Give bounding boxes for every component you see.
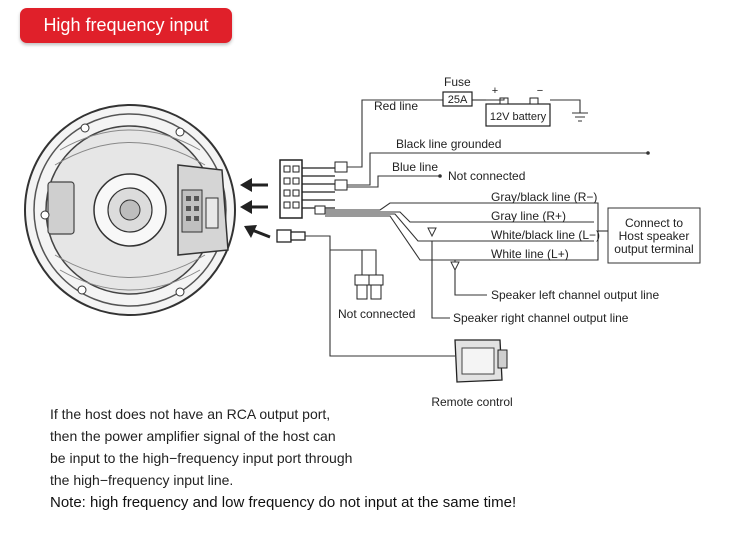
black-line-label: Black line grounded bbox=[396, 137, 501, 151]
wires bbox=[305, 99, 648, 357]
battery-label: 12V battery bbox=[490, 111, 547, 123]
gray-line-label: Gray line (R+) bbox=[491, 209, 566, 223]
white-black-line-label: White/black line (L−) bbox=[491, 228, 600, 242]
remote-control-label: Remote control bbox=[431, 395, 512, 409]
battery-plus-label: + bbox=[492, 85, 498, 97]
host-speaker-terminal-box: Connect to Host speaker output terminal bbox=[607, 207, 701, 264]
red-line-label: Red line bbox=[374, 99, 418, 113]
description-text: If the host does not have an RCA output … bbox=[50, 403, 450, 491]
white-line-label: White line (L+) bbox=[491, 247, 569, 261]
junction-markers bbox=[427, 151, 650, 272]
fuse-rating-label: 25A bbox=[448, 94, 468, 106]
note-text: Note: high frequency and low frequency d… bbox=[50, 494, 517, 511]
rca-not-connected-label: Not connected bbox=[338, 307, 415, 321]
blue-line-label: Blue line bbox=[392, 160, 438, 174]
connect-box-line-2: Host speaker bbox=[619, 229, 690, 243]
remote-control: Remote control bbox=[431, 339, 513, 409]
battery: + − 12V battery bbox=[485, 85, 551, 127]
rca-connectors bbox=[354, 274, 384, 300]
speaker-unit bbox=[24, 104, 236, 316]
high-frequency-input-plug bbox=[276, 229, 306, 243]
section-title-badge: High frequency input bbox=[20, 8, 232, 43]
connection-arrows bbox=[240, 178, 271, 239]
harness-plug bbox=[279, 159, 348, 219]
speaker-left-channel-label: Speaker left channel output line bbox=[491, 288, 659, 302]
gray-black-line-label: Gray/black line (R−) bbox=[491, 190, 597, 204]
description-line: If the host does not have an RCA output … bbox=[50, 406, 331, 422]
description-line: the high−frequency input line. bbox=[50, 472, 234, 488]
connect-box-line-3: output terminal bbox=[614, 242, 693, 256]
battery-minus-label: − bbox=[537, 85, 543, 97]
description-line: be input to the high−frequency input por… bbox=[50, 450, 353, 466]
speaker-right-channel-label: Speaker right channel output line bbox=[453, 311, 629, 325]
description-line: then the power amplifier signal of the h… bbox=[50, 428, 336, 444]
fuse: 25A Fuse bbox=[442, 75, 473, 107]
fuse-label: Fuse bbox=[444, 75, 471, 89]
connect-box-line-1: Connect to bbox=[625, 216, 683, 230]
blue-line-not-connected-label: Not connected bbox=[448, 169, 525, 183]
